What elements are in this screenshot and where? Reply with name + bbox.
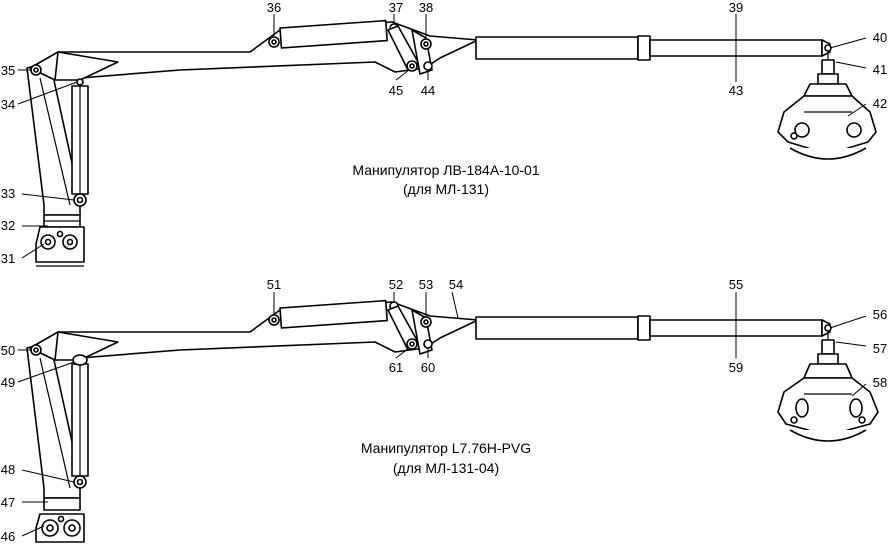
jib-cylinder-upper <box>279 19 388 49</box>
label-48: 48 <box>1 462 15 477</box>
grapple-slot-right-lower <box>849 398 863 418</box>
label-40: 40 <box>873 30 887 45</box>
jib-outer-lower <box>475 316 639 340</box>
jib-outer-upper <box>475 36 639 60</box>
label-32: 32 <box>1 218 15 233</box>
grapple-small-pin-left-lower <box>790 416 798 424</box>
pin-33-center <box>76 196 84 204</box>
jib-cylinder-lower <box>279 299 388 329</box>
grapple-jaw-lower <box>789 429 867 442</box>
pin-34 <box>76 78 84 86</box>
base-pin-right-upper-center <box>66 238 74 246</box>
label-44: 44 <box>421 83 435 98</box>
grapple-small-pin-upper <box>790 132 798 140</box>
pin-60 <box>423 339 433 349</box>
label-33: 33 <box>1 186 15 201</box>
label-31: 31 <box>1 251 15 266</box>
label-60: 60 <box>421 360 435 375</box>
manipulator-lower <box>26 299 879 543</box>
label-55: 55 <box>729 277 743 292</box>
pin-44 <box>423 61 433 71</box>
base-pin-left-upper-center <box>44 238 52 246</box>
labels-lower: 51 52 53 54 55 56 57 58 59 60 61 50 49 4… <box>1 277 887 544</box>
rotator-lower <box>821 339 835 355</box>
grapple-head-lower <box>803 363 853 379</box>
pin-50-center <box>33 347 39 353</box>
base-pin-top-upper <box>56 230 64 238</box>
base-pin-left-lower-center <box>46 524 54 532</box>
grapple-slot-left-lower <box>795 398 809 418</box>
label-34: 34 <box>1 97 15 112</box>
caption-upper-line1: Манипулятор ЛВ-184А-10-01 <box>352 162 539 178</box>
label-58: 58 <box>873 375 887 390</box>
leaders-upper <box>17 14 867 259</box>
label-45: 45 <box>389 83 403 98</box>
pin-38-center <box>423 41 429 47</box>
pin-61-center <box>409 341 415 347</box>
pin-51-center <box>271 317 277 323</box>
column-edge-upper <box>39 77 71 206</box>
label-42: 42 <box>873 96 887 111</box>
label-38: 38 <box>419 0 433 15</box>
label-47: 47 <box>1 495 15 510</box>
pin-45-center <box>409 63 415 69</box>
label-43: 43 <box>729 83 743 98</box>
label-50: 50 <box>1 343 15 358</box>
leaders-lower <box>17 291 867 537</box>
label-53: 53 <box>419 277 433 292</box>
pin-36-center <box>271 39 277 45</box>
manipulator-upper <box>26 19 877 267</box>
rotator-upper <box>821 59 835 75</box>
label-37: 37 <box>389 0 403 15</box>
jib-collar-upper <box>637 35 651 61</box>
caption-lower-line2: (для МЛ-131-04) <box>393 460 499 476</box>
label-59: 59 <box>729 360 743 375</box>
pin-53-center <box>423 319 429 325</box>
label-35: 35 <box>1 63 15 78</box>
base-pin-right-lower-center <box>68 524 76 532</box>
pin-35-center <box>33 67 39 73</box>
slewing-ring-lower <box>43 497 81 511</box>
labels-upper: 36 37 38 39 40 41 42 43 44 45 35 34 33 3… <box>1 0 887 266</box>
caption-upper-line2: (для МЛ-131) <box>403 181 489 197</box>
grapple-pin-left-upper <box>794 122 810 138</box>
grapple-small-pin-right-lower <box>858 416 866 424</box>
label-49: 49 <box>1 375 15 390</box>
column-edge-lower <box>39 357 71 489</box>
label-39: 39 <box>729 0 743 15</box>
label-54: 54 <box>449 277 463 292</box>
rotator-body-lower <box>817 353 839 365</box>
label-36: 36 <box>267 0 281 15</box>
label-57: 57 <box>873 341 887 356</box>
base-pin-top-lower <box>57 515 65 523</box>
jib-collar-lower <box>637 315 651 341</box>
label-61: 61 <box>389 360 403 375</box>
label-56: 56 <box>873 307 887 322</box>
pin-49 <box>72 354 88 366</box>
label-46: 46 <box>1 529 15 544</box>
label-41: 41 <box>873 62 887 77</box>
grapple-jaw-upper <box>789 147 867 160</box>
label-51: 51 <box>267 277 281 292</box>
grapple-head-upper <box>803 83 853 97</box>
label-52: 52 <box>389 277 403 292</box>
caption-lower-line1: Манипулятор L7.76H-PVG <box>361 440 531 456</box>
rotator-body-upper <box>817 73 839 85</box>
grapple-pin-right-upper <box>846 122 862 138</box>
pin-48-center <box>76 478 84 486</box>
